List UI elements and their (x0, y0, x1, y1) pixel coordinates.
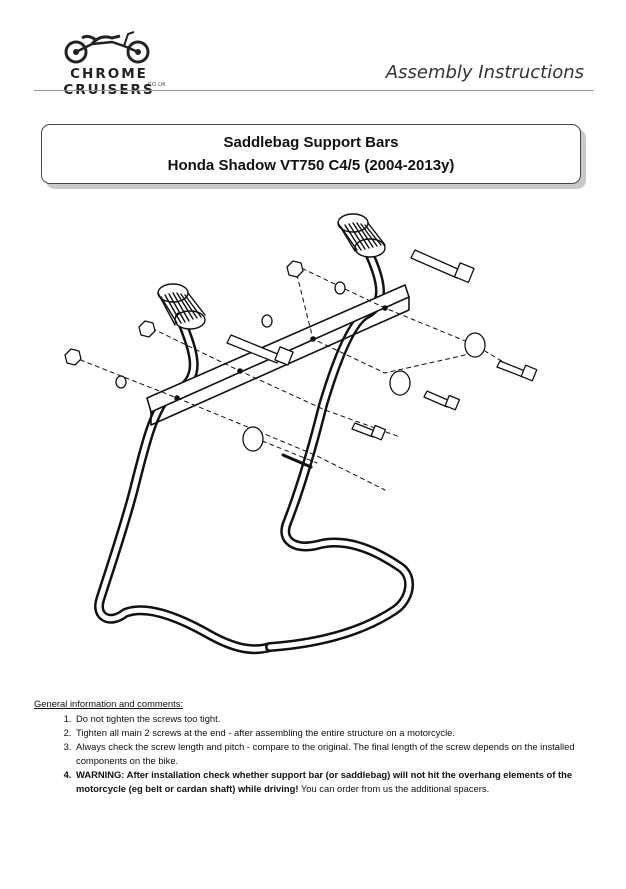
note-item: Always check the screw length and pitch … (74, 740, 594, 768)
flat-bar (146, 284, 410, 426)
washer (115, 281, 486, 452)
right-knurled-cap (337, 213, 386, 258)
nut (64, 260, 304, 366)
exploded-assembly-diagram (64, 213, 538, 655)
warning-text: WARNING: After installation check whethe… (76, 769, 573, 794)
notes-heading: General information and comments: (34, 698, 184, 709)
note-item: Tighten all main 2 screws at the end - a… (74, 726, 594, 740)
note-item: Do not tighten the screws too tight. (74, 712, 594, 726)
left-knurled-cap (157, 283, 206, 330)
brand-domain: .CO.UK (146, 82, 167, 88)
notes-list: Do not tighten the screws too tight. Tig… (34, 712, 594, 796)
notes-section: General information and comments: Do not… (34, 697, 594, 796)
product-title: Saddlebag Support Bars (223, 134, 399, 151)
warning-suffix: You can order from us the additional spa… (298, 783, 490, 794)
brand-logo: CHROME CRUISERS .CO.UK (34, 30, 184, 98)
motorcycle-icon (64, 31, 150, 64)
header-divider (34, 90, 594, 91)
doc-title: Assembly Instructions (385, 62, 584, 83)
product-subtitle: Honda Shadow VT750 C4/5 (2004-2013y) (167, 157, 455, 174)
title-box: Saddlebag Support Bars Honda Shadow VT75… (41, 124, 581, 184)
screw (226, 249, 538, 469)
note-warning: WARNING: After installation check whethe… (74, 768, 594, 796)
